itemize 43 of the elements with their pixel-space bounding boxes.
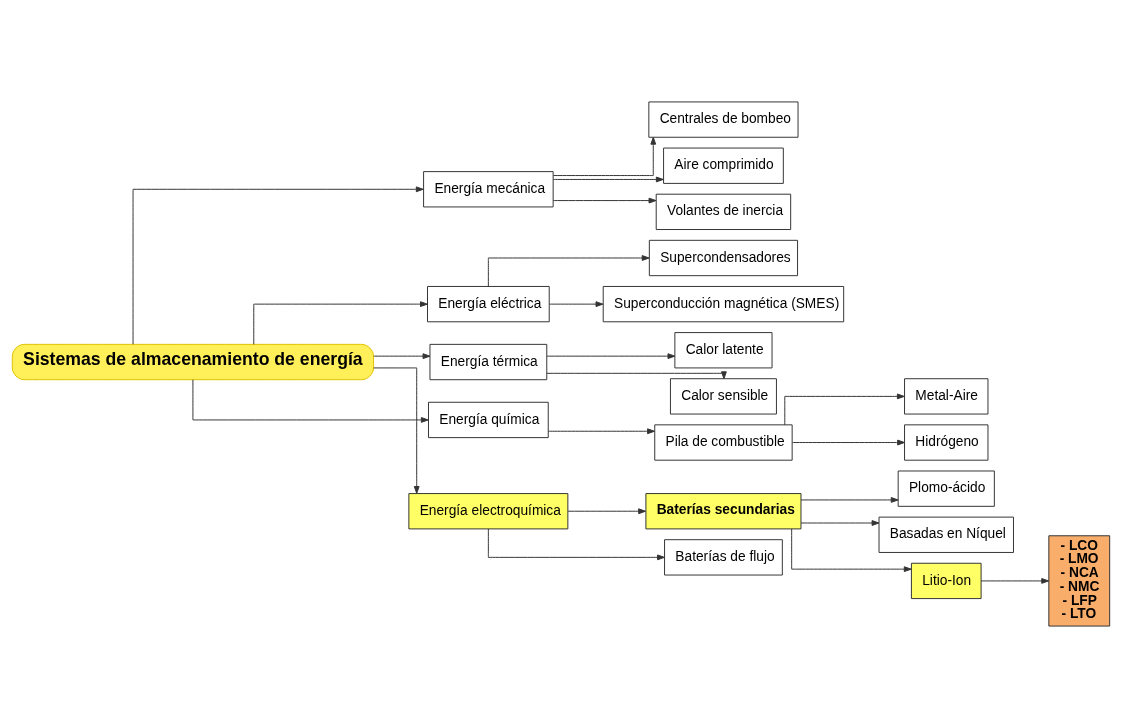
arrow bbox=[373, 367, 420, 494]
node-box: Calor sensible bbox=[669, 378, 777, 415]
node-box: - LCO - LMO - NCA - NMC - LFP - LTO bbox=[1048, 535, 1111, 627]
arrow bbox=[192, 379, 429, 423]
node-box: Energía mecánica bbox=[423, 171, 554, 208]
node-box: Energía electroquímica bbox=[408, 493, 569, 530]
node-box: Superconducción magnética (SMES) bbox=[602, 285, 845, 323]
node-box: Centrales de bombeo bbox=[648, 101, 799, 138]
node-box: Plomo-ácido bbox=[897, 470, 995, 507]
arrow bbox=[553, 136, 657, 177]
node-box: Metal-Aire bbox=[904, 378, 989, 415]
node-box: Energía química bbox=[428, 401, 549, 439]
node-box: Volantes de inercia bbox=[655, 193, 792, 230]
node-box: Baterías de flujo bbox=[664, 539, 783, 576]
arrow bbox=[980, 578, 1050, 584]
arrow bbox=[546, 371, 727, 380]
arrow bbox=[800, 520, 880, 526]
arrow bbox=[253, 301, 428, 345]
arrow bbox=[784, 393, 905, 426]
node-box: Aire comprimido bbox=[663, 147, 784, 184]
node-box: Energía eléctrica bbox=[427, 285, 550, 323]
arrow bbox=[800, 497, 899, 503]
node-box: Supercondensadores bbox=[648, 239, 799, 277]
arrow bbox=[546, 353, 676, 360]
node-box: Hidrógeno bbox=[904, 424, 989, 461]
arrow bbox=[567, 508, 646, 515]
node-box: Baterías secundarias bbox=[645, 493, 802, 530]
arrow bbox=[132, 186, 424, 345]
arrow bbox=[373, 353, 431, 360]
node-box: Basadas en Níquel bbox=[878, 516, 1014, 553]
node-box: Pila de combustible bbox=[654, 424, 793, 461]
node-box: Sistemas de almacenamiento de energía bbox=[11, 343, 374, 381]
arrow bbox=[549, 301, 604, 307]
arrow bbox=[552, 176, 664, 183]
arrow bbox=[547, 428, 655, 435]
node-box: Litio-Ion bbox=[910, 562, 982, 600]
arrow bbox=[791, 439, 905, 446]
arrow bbox=[552, 197, 657, 204]
node-box: Energía térmica bbox=[429, 343, 548, 381]
arrow bbox=[487, 528, 665, 561]
node-box: Calor latente bbox=[674, 332, 773, 369]
arrow bbox=[791, 528, 912, 573]
arrow bbox=[487, 255, 650, 287]
